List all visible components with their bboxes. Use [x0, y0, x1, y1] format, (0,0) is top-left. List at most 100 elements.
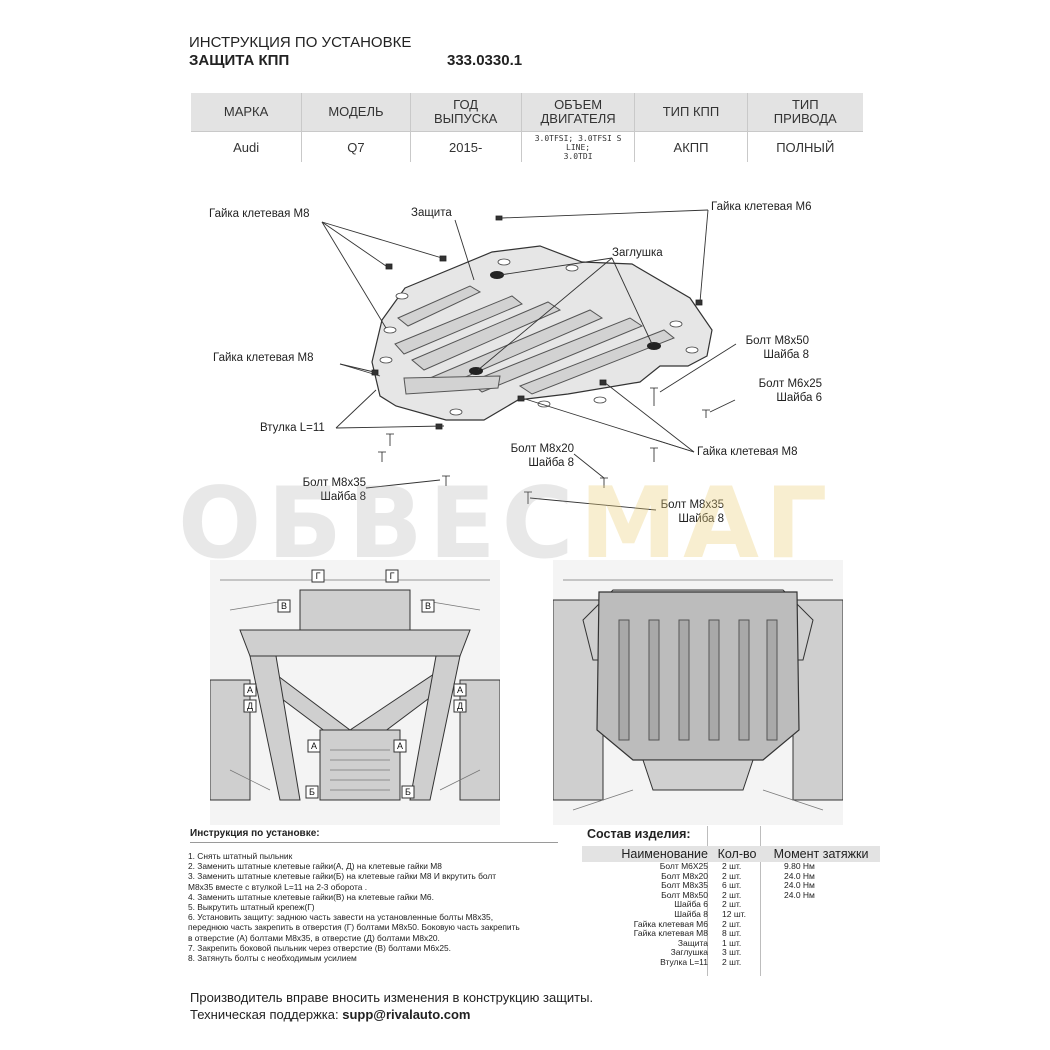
callout-nut-m8-left: Гайка клетевая М8 [213, 352, 314, 364]
composition-row: Защита 1 шт. [582, 937, 880, 949]
instructions-title: Инструкция по установке: [190, 828, 320, 839]
svg-text:Г: Г [316, 571, 321, 581]
instruction-step: 1. Снять штатный пыльник [188, 851, 293, 861]
composition-item-torque [762, 920, 880, 930]
instructions-list: 1. Снять штатный пыльник 2. Заменить шта… [188, 851, 568, 963]
composition-item-torque [762, 948, 880, 958]
marker-a-left-3: А [307, 739, 321, 753]
instruction-step: 6. Установить защиту: заднюю часть завес… [188, 912, 520, 943]
callout-washer-8-d: Шайба 8 [678, 513, 724, 525]
marker-g-left-1: Г [311, 569, 325, 583]
callout-nut-m8-top: Гайка клетевая М8 [209, 208, 310, 220]
svg-text:Г: Г [390, 571, 395, 581]
marker-v-left-2: В [421, 599, 435, 613]
composition-table: Наименование Кол-во Момент затяжки Болт … [582, 846, 880, 968]
callout-bolt-m6x25: Болт М6х25 [758, 378, 822, 390]
instruction-step: 5. Выкрутить штатный крепеж(Г) [188, 902, 315, 913]
spec-header-model: МОДЕЛЬ [301, 93, 411, 132]
spec-header-text: ГОД ВЫПУСКА [433, 97, 498, 126]
composition-item-qty: 2 шт. [722, 899, 742, 910]
spec-header-drive: ТИП ПРИВОДА [746, 93, 863, 132]
watermark-part-2: МАГ [579, 467, 834, 581]
callout-nut-m8-right: Гайка клетевая М8 [697, 446, 798, 458]
part-number: 333.0330.1 [447, 52, 523, 69]
spec-cell-engine: 3.0TFSI; 3.0TFSI S LINE; 3.0TDI [520, 131, 635, 162]
composition-item-name: Болт М6Х25 [659, 861, 708, 871]
composition-divider [707, 826, 708, 976]
spec-header-text: ТИП КПП [662, 104, 720, 119]
leader-lines [321, 209, 737, 511]
composition-item-name: Болт М8х50 [661, 889, 708, 900]
callout-guard: Защита [411, 207, 452, 219]
composition-item-torque [762, 958, 880, 968]
callout-washer-8-b: Шайба 8 [528, 457, 574, 469]
marker-a-left-1: А [243, 683, 257, 697]
svg-text:В: В [281, 601, 287, 611]
marker-g-left-2: Г [385, 569, 399, 583]
callout-plug: Заглушка [612, 247, 663, 259]
composition-title: Состав изделия: [587, 827, 691, 841]
spec-cell-drive: ПОЛНЫЙ [746, 131, 863, 162]
composition-row: Болт М8х50 2 шт. 24.0 Нм [582, 889, 880, 901]
composition-item-qty: 8 шт. [722, 928, 742, 939]
support-email-link[interactable]: supp@rivalauto.com [342, 1007, 471, 1022]
marker-d-left-2: Д [453, 699, 467, 713]
callout-nut-m6: Гайка клетевая М6 [711, 201, 812, 213]
composition-divider [760, 826, 761, 976]
underbody-after-drawing [553, 560, 843, 825]
composition-item-name: Болт М8х35 [661, 880, 708, 891]
composition-item-torque: 24.0 Нм [784, 870, 815, 881]
svg-text:Д: Д [457, 701, 463, 711]
underbody-before-drawing: Г Г В В А А Д Д А А Б Б [210, 560, 500, 825]
svg-text:Б: Б [405, 787, 411, 797]
spec-header-make: МАРКА [191, 93, 302, 132]
spec-cell-transmission: АКПП [634, 131, 748, 162]
watermark: ОБВЕСМАГ [178, 474, 878, 574]
composition-item-name: Защита [677, 937, 708, 948]
spec-header-text: ОБЪЕМ ДВИГАТЕЛЯ [540, 97, 616, 126]
instruction-step: 3. Заменить штатные клетевые гайки(Б) на… [188, 871, 497, 892]
marker-v-left-1: В [277, 599, 291, 613]
composition-header-qty: Кол-во [712, 846, 762, 862]
composition-item-qty: 3 шт. [722, 947, 742, 958]
callout-washer-8-c: Шайба 8 [320, 491, 366, 503]
composition-item-qty: 1 шт. [722, 937, 742, 948]
spec-cell-make: Audi [233, 139, 260, 155]
footer-support: Техническая поддержка: supp@rivalauto.co… [190, 1007, 470, 1022]
marker-b-left-2: Б [401, 785, 415, 799]
composition-item-name: Заглушка [670, 947, 708, 958]
support-label: Техническая поддержка: [190, 1007, 339, 1022]
spec-cell-year: 2015- [409, 131, 522, 162]
composition-header-torque: Момент затяжки [762, 846, 880, 862]
composition-item-qty: 2 шт. [722, 956, 742, 967]
composition-item-qty: 2 шт. [722, 918, 742, 929]
callout-bolt-m8x35-left: Болт М8х35 [302, 477, 366, 489]
doc-title: ИНСТРУКЦИЯ ПО УСТАНОВКЕ [189, 34, 412, 51]
exploded-view-drawing [321, 209, 737, 511]
marker-a-left-2: А [453, 683, 467, 697]
composition-item-name: Шайба 8 [674, 908, 708, 919]
callout-washer-6: Шайба 6 [776, 392, 822, 404]
marker-a-left-4: А [393, 739, 407, 753]
marker-b-left-1: Б [305, 785, 319, 799]
svg-text:А: А [397, 741, 403, 751]
instruction-step: 2. Заменить штатные клетевые гайки(А, Д)… [188, 861, 442, 872]
callout-bolt-m8x20: Болт М8х20 [510, 443, 574, 455]
spec-header-transmission: ТИП КПП [634, 93, 748, 132]
composition-item-torque: 24.0 Нм [784, 889, 815, 900]
marker-d-left-1: Д [243, 699, 257, 713]
callout-sleeve: Втулка L=11 [260, 422, 325, 434]
spec-header-text: МОДЕЛЬ [328, 104, 384, 119]
composition-item-qty: 12 шт. [722, 908, 746, 919]
composition-item-qty: 2 шт. [722, 889, 742, 900]
svg-text:В: В [425, 601, 431, 611]
composition-item-torque [762, 900, 880, 910]
composition-item-name: Втулка L=11 [660, 956, 708, 967]
spec-header-engine: ОБЪЕМ ДВИГАТЕЛЯ [520, 93, 635, 132]
